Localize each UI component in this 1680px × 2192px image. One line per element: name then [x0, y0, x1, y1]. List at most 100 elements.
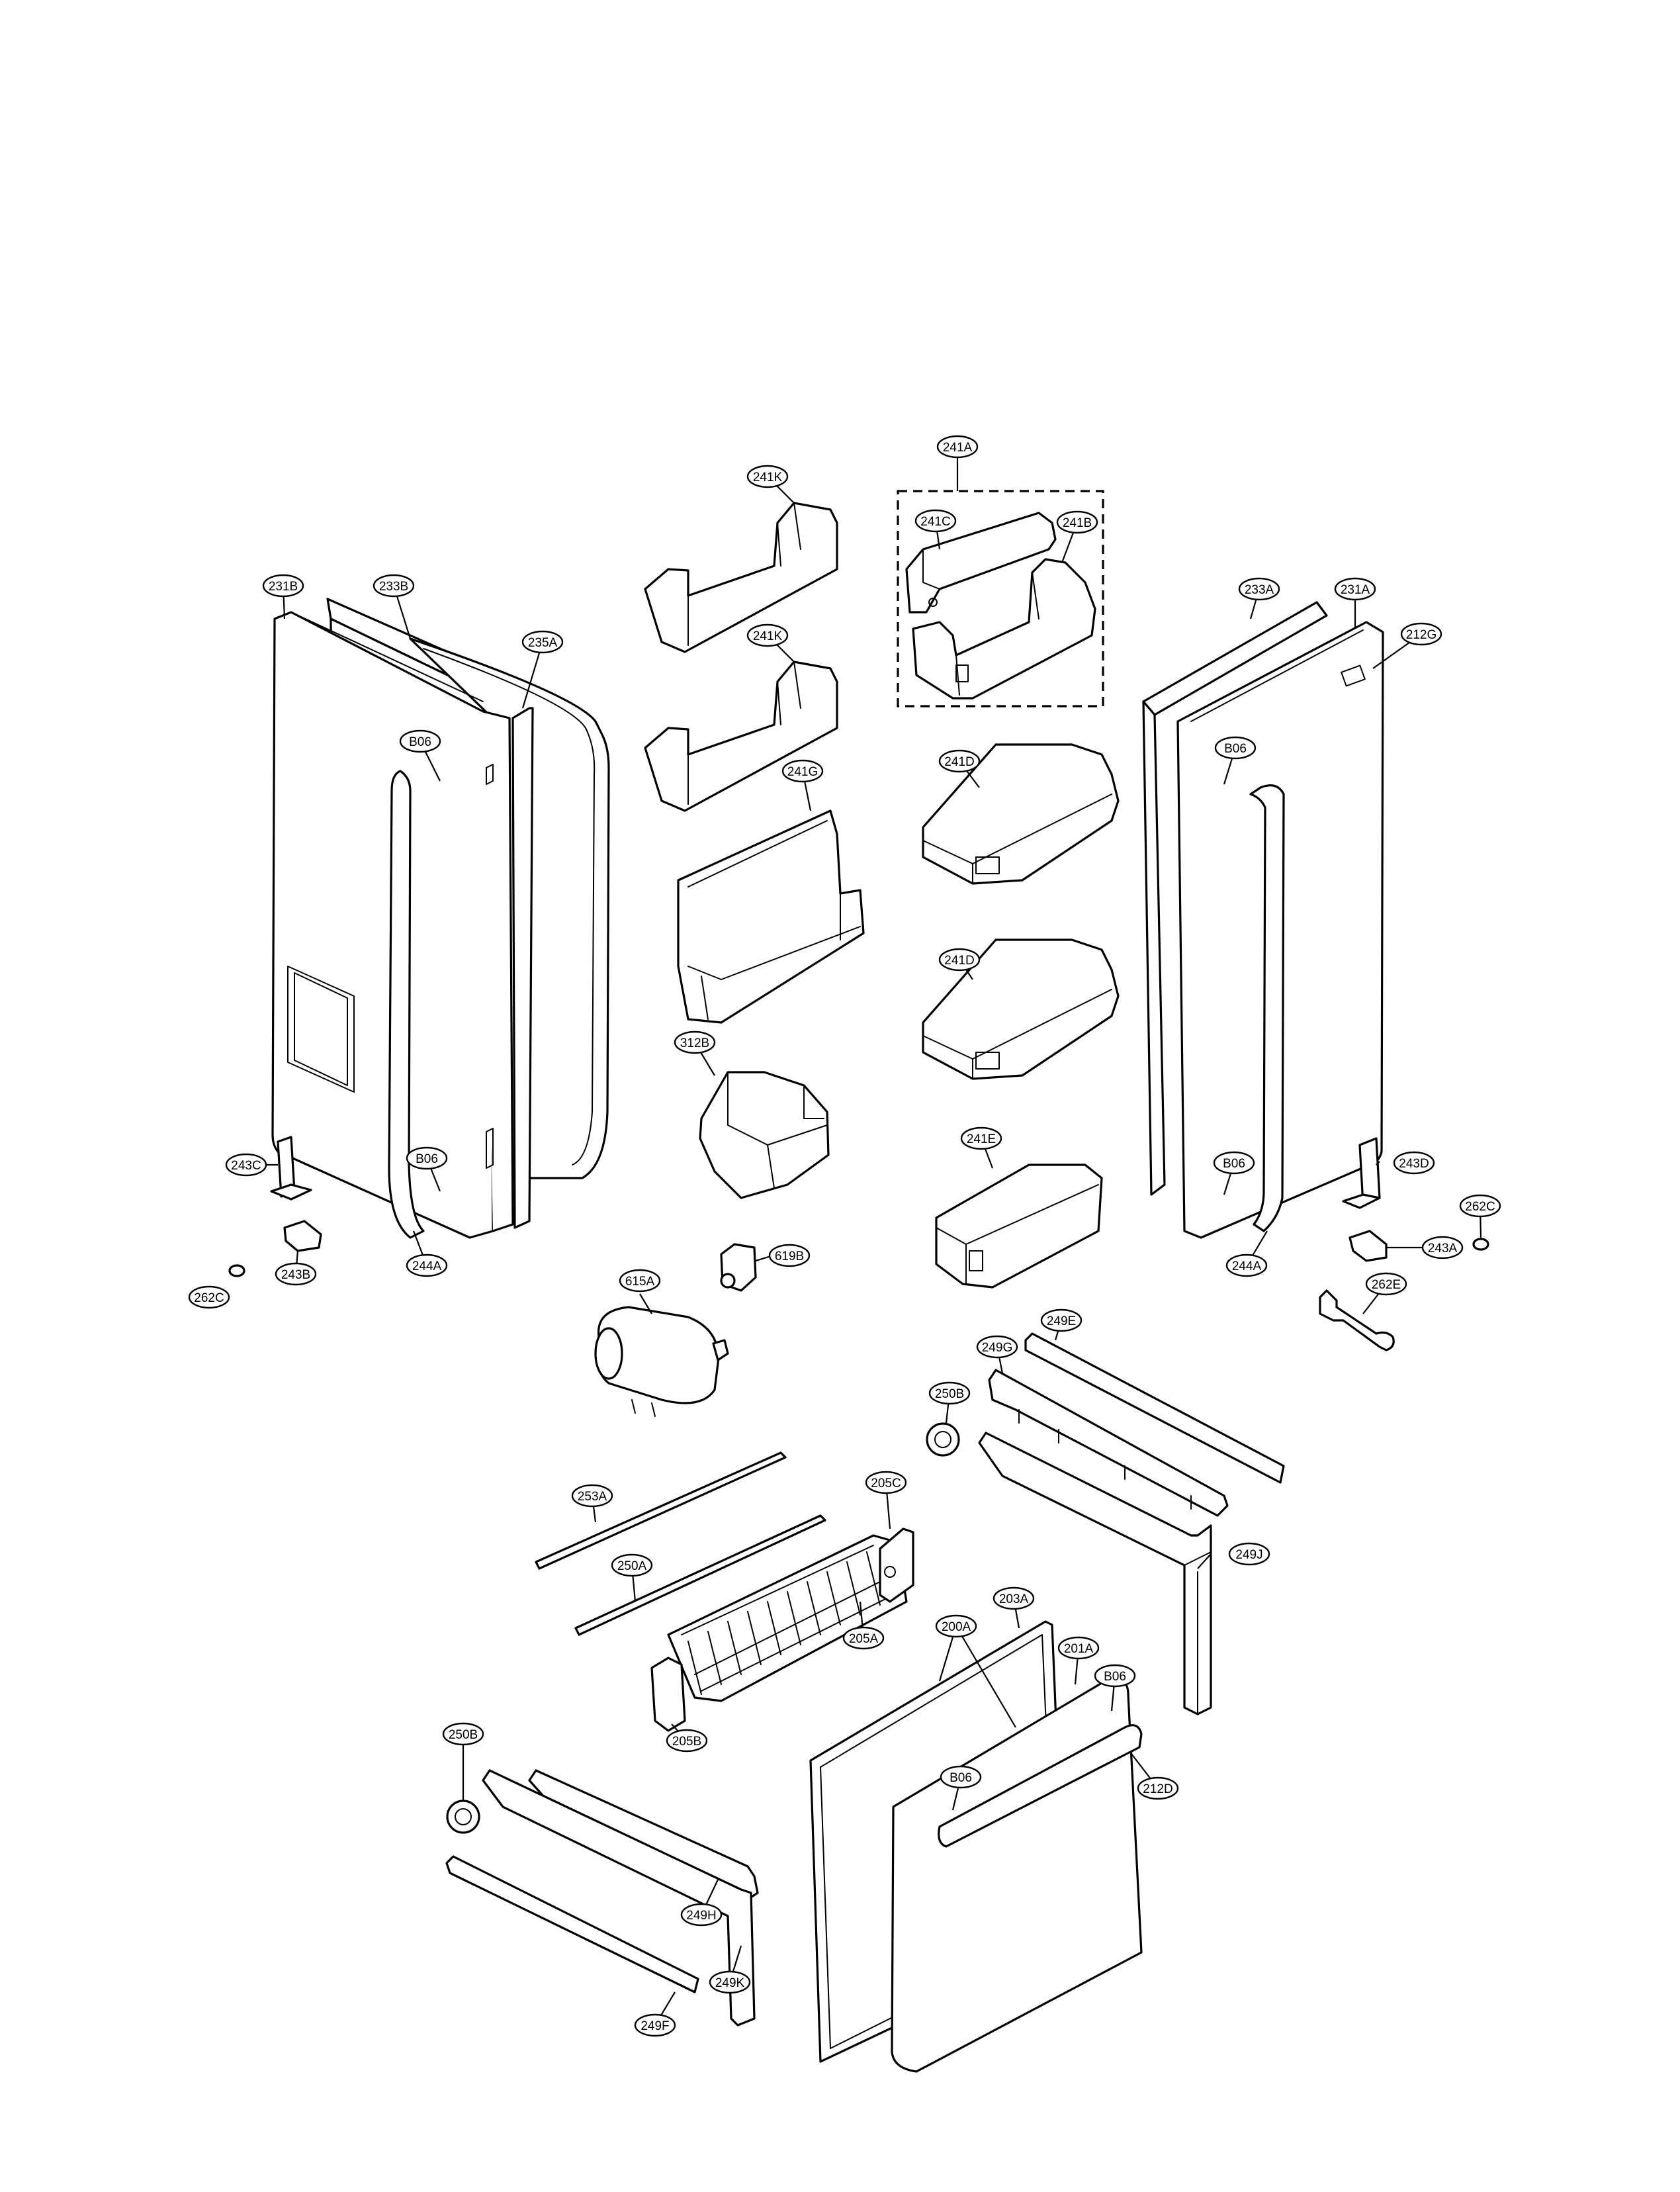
callout-b06: B06 [1213, 1151, 1255, 1175]
callout-label: 262C [1465, 1200, 1495, 1214]
rail-249j [978, 1432, 1212, 1715]
callout-241a: 241A [936, 435, 979, 459]
callout-label: B06 [1223, 1157, 1245, 1171]
callout-b06: B06 [940, 1765, 982, 1789]
callout-205c: 205C [865, 1471, 907, 1494]
bin-241b [912, 558, 1096, 700]
callout-label: 243A [1428, 1242, 1458, 1256]
callout-249h: 249H [680, 1903, 723, 1927]
callout-label: 205B [672, 1735, 701, 1749]
callout-201a: 201A [1057, 1636, 1100, 1660]
callout-label: 231B [269, 580, 298, 594]
callout-205a: 205A [842, 1626, 885, 1650]
callout-249e: 249E [1040, 1308, 1083, 1332]
callout-label: 200A [942, 1620, 971, 1634]
hinge-243b [283, 1220, 322, 1252]
callout-label: 312B [680, 1036, 709, 1050]
callout-label: 243B [281, 1268, 310, 1282]
callout-241d: 241D [938, 948, 981, 972]
right-door-gasket [1142, 601, 1328, 1196]
left-door-handle [388, 770, 425, 1239]
callout-262c: 262C [1459, 1194, 1501, 1218]
callout-615a: 615A [619, 1269, 661, 1293]
callout-b06: B06 [399, 729, 441, 753]
basket-end-205b [650, 1657, 686, 1732]
callout-label: 241G [787, 765, 818, 779]
callout-label: 241D [944, 755, 974, 769]
callout-label: 235A [528, 636, 558, 650]
gear-250b-lower [446, 1800, 480, 1834]
callout-label: B06 [950, 1771, 972, 1785]
bin-241d-upper [922, 743, 1120, 885]
bin-241e [935, 1164, 1103, 1289]
callout-244a: 244A [1225, 1254, 1268, 1277]
dispenser-housing-312b [699, 1071, 830, 1199]
callout-label: 241C [920, 515, 950, 529]
callout-label: 243D [1399, 1157, 1429, 1171]
callout-label: 262C [194, 1291, 224, 1305]
gear-250b-upper [926, 1422, 960, 1457]
callout-250b: 250B [442, 1722, 484, 1746]
callout-label: 205C [871, 1477, 901, 1490]
callout-label: 233B [379, 580, 408, 594]
callout-243a: 243A [1421, 1236, 1464, 1259]
rail-253a [535, 1451, 787, 1570]
callout-241k: 241K [746, 465, 789, 488]
callout-label: 250A [617, 1559, 647, 1573]
callout-label: 241E [967, 1132, 996, 1146]
callout-label: B06 [1104, 1670, 1126, 1684]
callout-label: 241B [1063, 516, 1092, 530]
drawer-handle-212d [938, 1724, 1143, 1848]
callout-241g: 241G [781, 759, 824, 783]
bin-241d-lower [922, 938, 1120, 1080]
callout-249k: 249K [709, 1970, 751, 1994]
wire-basket-205a [667, 1534, 908, 1702]
hinge-243a [1348, 1230, 1388, 1262]
callout-233a: 233A [1238, 577, 1280, 601]
left-door-outer-panel [271, 611, 514, 1239]
basket-end-205c [879, 1528, 914, 1603]
callout-250a: 250A [611, 1553, 653, 1577]
callout-label: 250B [935, 1387, 964, 1401]
callout-200a: 200A [935, 1614, 977, 1638]
hinge-243c [270, 1136, 312, 1201]
callout-253a: 253A [571, 1484, 613, 1508]
callout-262c: 262C [188, 1285, 230, 1309]
callout-label: 250B [449, 1728, 478, 1742]
callout-label: 241A [943, 441, 973, 455]
rail-249f [445, 1855, 699, 1993]
callout-label: 244A [1232, 1259, 1262, 1273]
callout-label: 212G [1406, 628, 1437, 642]
callout-label: 249G [982, 1341, 1012, 1355]
callout-label: 249J [1235, 1548, 1262, 1562]
door-bin-241k-upper [644, 502, 838, 653]
callout-label: 244A [412, 1259, 442, 1273]
callout-label: 615A [625, 1275, 655, 1289]
callout-label: B06 [409, 735, 431, 749]
callout-262e: 262E [1365, 1272, 1407, 1296]
callout-249f: 249F [634, 2013, 676, 2037]
callout-250b: 250B [928, 1381, 971, 1405]
callout-249g: 249G [976, 1335, 1018, 1359]
bin-cover-241c [905, 512, 1057, 614]
right-door-handle [1249, 784, 1285, 1232]
washer-262c-left [228, 1264, 245, 1277]
filter-615a [594, 1306, 729, 1417]
valve-619b [720, 1243, 757, 1292]
callout-243b: 243B [275, 1262, 317, 1286]
callout-241k: 241K [746, 623, 789, 647]
rail-249e [1024, 1332, 1285, 1484]
callout-241d: 241D [938, 749, 981, 773]
callout-label: 249F [641, 2019, 669, 2033]
rail-249k [482, 1769, 756, 2027]
callout-label: 233A [1245, 583, 1274, 597]
callout-203a: 203A [993, 1586, 1035, 1610]
callout-label: 231A [1341, 583, 1370, 597]
wrench-262e [1319, 1289, 1395, 1351]
callout-label: 253A [578, 1490, 607, 1504]
callout-241c: 241C [914, 509, 957, 533]
callout-212g: 212G [1400, 622, 1442, 646]
callout-244a: 244A [406, 1254, 448, 1277]
